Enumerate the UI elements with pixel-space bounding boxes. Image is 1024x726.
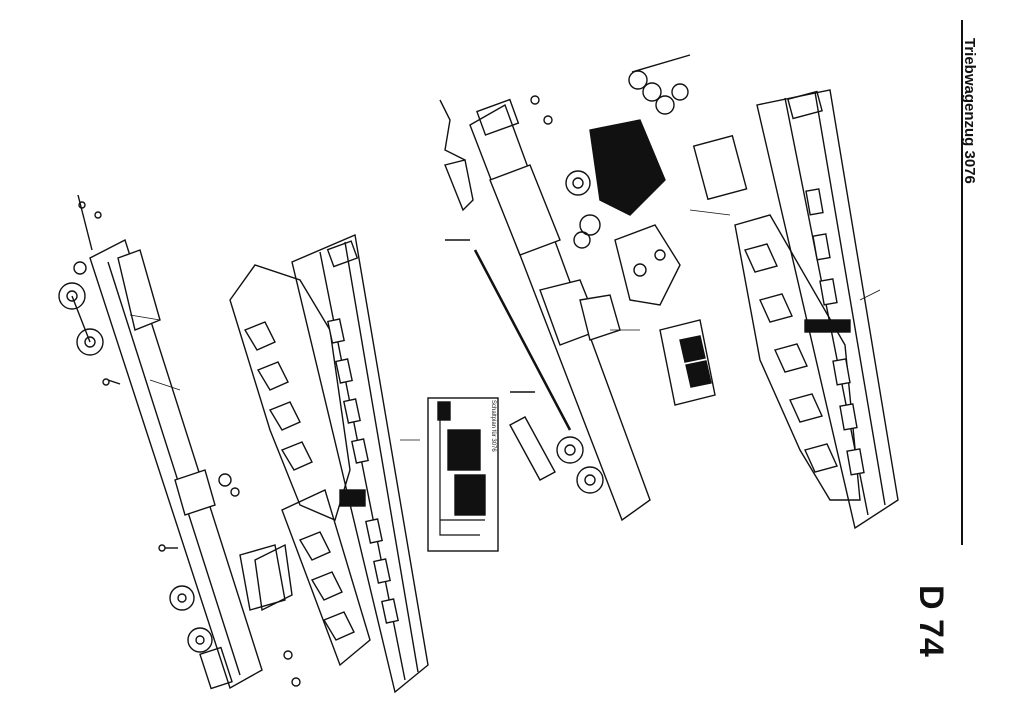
page-code: D 74 [912,585,950,657]
callout-leader-lines [129,209,881,441]
left-front-bogie [58,194,121,386]
wiring-inset-caption: Schaltplan für 3076 [488,400,498,460]
left-chassis-frame [89,238,286,690]
motor-gear-assembly [565,54,691,306]
left-seat-insert [229,264,371,667]
wiring-inset-caption-text: Schaltplan für 3076 [490,400,496,452]
title-rule [961,20,963,545]
document-title: Triebwagenzug 3076 [961,38,978,184]
center-chassis-frame [445,103,651,522]
left-car-body [291,234,429,694]
title-block: Triebwagenzug 3076 [950,30,980,250]
motor-block [659,319,716,406]
wiring-diagram-inset [427,397,499,552]
center-front-bogie [439,95,553,212]
left-rear-bogie [158,473,301,690]
right-car-body [756,89,899,530]
right-seat-insert [692,134,861,501]
page-code-block: D 74 [905,585,955,665]
